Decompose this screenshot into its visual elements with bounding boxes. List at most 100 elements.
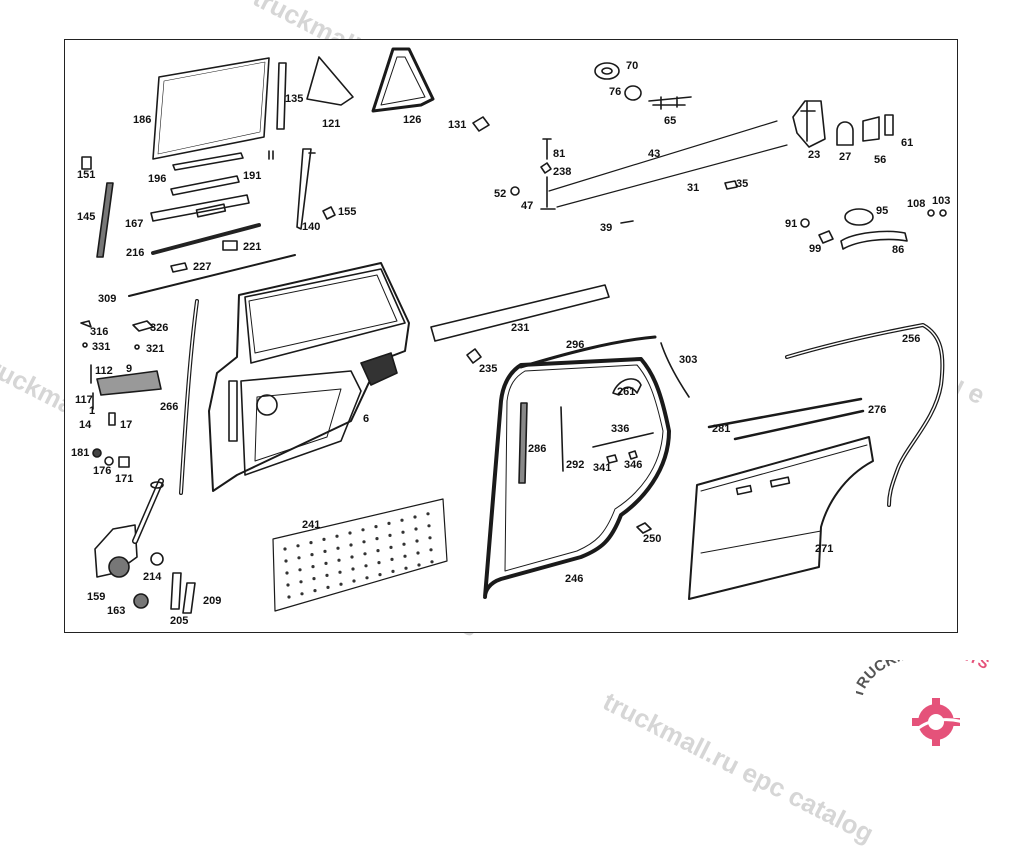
callout-196: 196 (148, 173, 167, 185)
screw-108 (927, 209, 935, 217)
callout-81: 81 (553, 148, 566, 160)
panel-hole (426, 512, 430, 516)
callout-331: 331 (92, 341, 111, 353)
panel-hole (387, 521, 391, 526)
callout-246: 246 (565, 573, 584, 585)
callout-43: 43 (648, 148, 661, 160)
rod-31 (556, 144, 788, 208)
callout-39: 39 (600, 222, 613, 234)
handle-bezel-95 (844, 208, 874, 226)
diagram-frame: 186 135 121 126 131 70 76 65 23 27 56 61… (64, 39, 958, 633)
rod-47 (540, 176, 556, 210)
callout-91: 91 (785, 218, 798, 230)
nut-91 (800, 218, 810, 228)
panel-hole (388, 533, 392, 538)
clip-250 (636, 522, 652, 534)
callout-235: 235 (479, 363, 498, 375)
callout-271: 271 (815, 543, 834, 555)
watermark-text-6: truckmall.ru epc catalog (598, 686, 879, 849)
callout-227: 227 (193, 261, 212, 273)
callout-281: 281 (712, 423, 731, 435)
screw-103 (939, 209, 947, 217)
striker-27 (836, 121, 854, 146)
callout-171: 171 (115, 473, 134, 485)
panel-hole (348, 531, 352, 535)
panel-hole (297, 556, 301, 560)
pin-39 (620, 220, 634, 224)
callout-256: 256 (902, 333, 921, 345)
callout-309: 309 (98, 293, 117, 305)
panel-hole (336, 546, 340, 550)
panel-hole (286, 583, 290, 587)
callout-61: 61 (901, 137, 914, 149)
callout-95: 95 (876, 205, 889, 217)
panel-hole (376, 549, 380, 553)
callout-216: 216 (126, 247, 145, 259)
bracket-326 (132, 320, 154, 332)
callout-112: 112 (95, 365, 113, 377)
window-regulator-159 (94, 478, 164, 578)
clip-131 (472, 116, 490, 132)
lock-23 (792, 100, 826, 148)
callout-155: 155 (338, 206, 357, 218)
callout-56: 56 (874, 154, 887, 166)
panel-hole (285, 571, 289, 575)
door-seal-246 (483, 357, 671, 599)
callout-286: 286 (528, 443, 547, 455)
panel-hole (323, 549, 327, 554)
panel-hole (309, 541, 313, 545)
panel-hole (401, 530, 405, 534)
callout-1: 1 (89, 405, 96, 417)
callout-341: 341 (593, 462, 612, 474)
callout-176: 176 (93, 465, 112, 477)
pad-99 (818, 230, 834, 244)
panel-hole (337, 558, 341, 562)
callout-214: 214 (143, 571, 162, 583)
panel-hole (413, 515, 417, 519)
callout-261: 261 (617, 386, 636, 398)
callout-276: 276 (868, 404, 887, 416)
callout-292: 292 (566, 459, 585, 471)
clip-227 (170, 262, 188, 273)
clip-17 (108, 412, 116, 426)
callout-326: 326 (150, 322, 169, 334)
ring-76 (624, 85, 642, 101)
callout-321: 321 (146, 343, 165, 355)
panel-hole (430, 560, 434, 564)
trim-281 (733, 409, 865, 441)
callout-52: 52 (494, 188, 507, 200)
bezel-70 (594, 62, 620, 80)
panel-hole (312, 577, 316, 581)
callout-303: 303 (679, 354, 698, 366)
strip-191 (170, 175, 240, 196)
callout-205: 205 (170, 615, 189, 627)
channel-286 (518, 402, 528, 484)
screw-321 (134, 344, 140, 350)
clip-151 (81, 156, 92, 170)
panel-hole (313, 589, 317, 593)
panel-hole (299, 580, 303, 584)
callout-121: 121 (322, 118, 341, 130)
callout-17: 17 (120, 419, 133, 431)
panel-hole (351, 567, 355, 571)
callout-35: 35 (736, 178, 749, 190)
panel-hole (310, 553, 314, 557)
truckmallparts-logo: TRUCKMALLPARTS (856, 660, 992, 746)
panel-hole (311, 565, 315, 569)
parts-drawing (80, 47, 947, 614)
panel-hole (429, 548, 433, 552)
window-glass-186 (152, 57, 270, 160)
panel-hole (364, 564, 368, 568)
nut-238 (540, 162, 552, 174)
callout-103: 103 (932, 195, 951, 207)
panel-hole (374, 525, 378, 529)
callout-126: 126 (403, 114, 422, 126)
trim-strip-231 (430, 284, 610, 342)
callout-6: 6 (363, 413, 370, 425)
panel-hole (335, 534, 339, 538)
clip-235 (466, 348, 482, 364)
panel-hole (325, 573, 329, 578)
callout-250: 250 (643, 533, 662, 545)
panel-hole (339, 582, 343, 586)
panel-hole (361, 528, 365, 532)
